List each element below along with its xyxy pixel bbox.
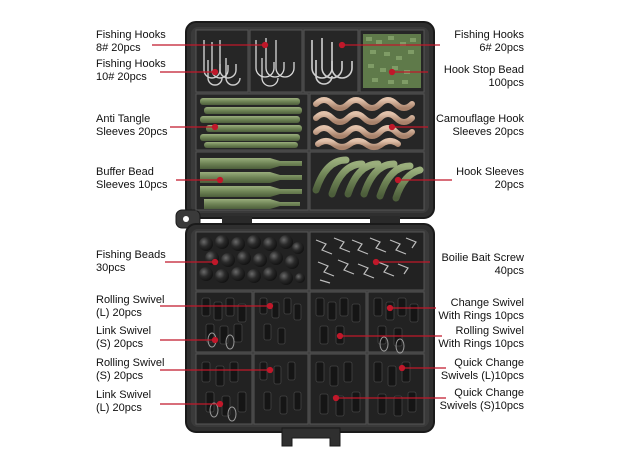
label-line1: Fishing Hooks [454,29,524,41]
label-line1: Rolling Swivel [96,294,165,306]
label-line2: (S) 20pcs [96,338,144,350]
label-line2: (L) 20pcs [96,402,142,414]
swivels-items [201,297,419,417]
boilie-bait-screw-item [315,237,417,284]
pointer-lines [152,41,452,408]
label-line1: Link Swivel [96,389,152,401]
label-line1: Buffer Bead [96,166,154,178]
label-line1: Hook Stop Bead [443,64,524,76]
label-line2: 10# 20pcs [96,71,147,83]
label-line2: Sleeves 10pcs [96,179,168,191]
label-line2: With Rings 10pcs [438,310,524,322]
label-line1: Fishing Hooks [96,58,166,70]
anti-tangle-sleeves-item [200,98,302,148]
label-line2: (L) 20pcs [96,307,142,319]
fishing-hooks-8-item [203,40,241,86]
label-line2: 30pcs [96,262,126,274]
label-line1: Quick Change [454,387,524,399]
label-quick-change-swivels-l: Quick Change Swivels (L)10pcs [441,357,524,383]
label-fishing-hooks-6: Fishing Hooks 6# 20pcs [454,29,524,55]
label-rolling-swivel-l: Rolling Swivel (L) 20pcs [96,294,164,320]
label-line1: Link Swivel [96,325,152,337]
label-camouflage-hook-sleeves: Camouflage Hook Sleeves 20pcs [436,113,524,139]
hook-sleeves-item [312,156,424,202]
label-line1: Fishing Hooks [96,29,166,41]
label-link-swivel-l: Link Swivel (L) 20pcs [96,389,151,415]
label-anti-tangle-sleeves: Anti Tangle Sleeves 20pcs [96,113,168,139]
label-line1: Boilie Bait Screw [441,252,524,264]
label-line2: Swivels (L)10pcs [440,370,524,382]
label-rolling-swivel-s: Rolling Swivel (S) 20pcs [96,357,164,383]
buffer-bead-sleeves-item [200,158,302,209]
label-fishing-hooks-10: Fishing Hooks 10# 20pcs [96,58,166,84]
label-line1: Rolling Swivel [96,357,165,369]
label-line1: Change Swivel [450,297,524,309]
label-rolling-swivel-rings: Rolling Swivel With Rings 10pcs [438,325,524,351]
label-line2: Sleeves 20pcs [96,126,168,138]
fishing-hooks-6-item [311,38,353,85]
label-line1: Hook Sleeves [456,166,524,178]
label-line2: With Rings 10pcs [438,338,524,350]
label-fishing-beads: Fishing Beads 30pcs [96,249,166,275]
label-change-swivel-rings: Change Swivel With Rings 10pcs [438,297,524,323]
label-fishing-hooks-8: Fishing Hooks 8# 20pcs [96,29,166,55]
hook-stop-bead-item [363,34,421,88]
label-quick-change-swivels-s: Quick Change Swivels (S)10pcs [440,387,524,413]
label-line1: Anti Tangle [96,113,151,125]
label-line1: Fishing Beads [96,249,166,261]
label-buffer-bead-sleeves: Buffer Bead Sleeves 10pcs [96,166,168,192]
link-swivel-rings [207,332,405,422]
label-line2: Sleeves 20pcs [452,126,524,138]
label-boilie-bait-screw: Boilie Bait Screw 40pcs [441,252,524,278]
label-link-swivel-s: Link Swivel (S) 20pcs [96,325,151,351]
box-hinge [222,216,400,226]
fishing-hooks-10-item [255,38,295,87]
label-line2: (S) 20pcs [96,370,144,382]
label-line2: 100pcs [488,77,524,89]
label-line1: Camouflage Hook [435,113,524,125]
label-line2: 40pcs [494,265,524,277]
label-line2: 20pcs [494,179,524,191]
camouflage-hook-sleeves-item [313,97,415,150]
label-line2: 8# 20pcs [96,42,141,54]
label-line2: Swivels (S)10pcs [439,400,524,412]
label-hook-sleeves: Hook Sleeves 20pcs [456,166,524,192]
label-line1: Rolling Swivel [455,325,524,337]
label-line1: Quick Change [454,357,524,369]
label-hook-stop-bead: Hook Stop Bead 100pcs [444,64,524,90]
label-line2: 6# 20pcs [479,42,524,54]
